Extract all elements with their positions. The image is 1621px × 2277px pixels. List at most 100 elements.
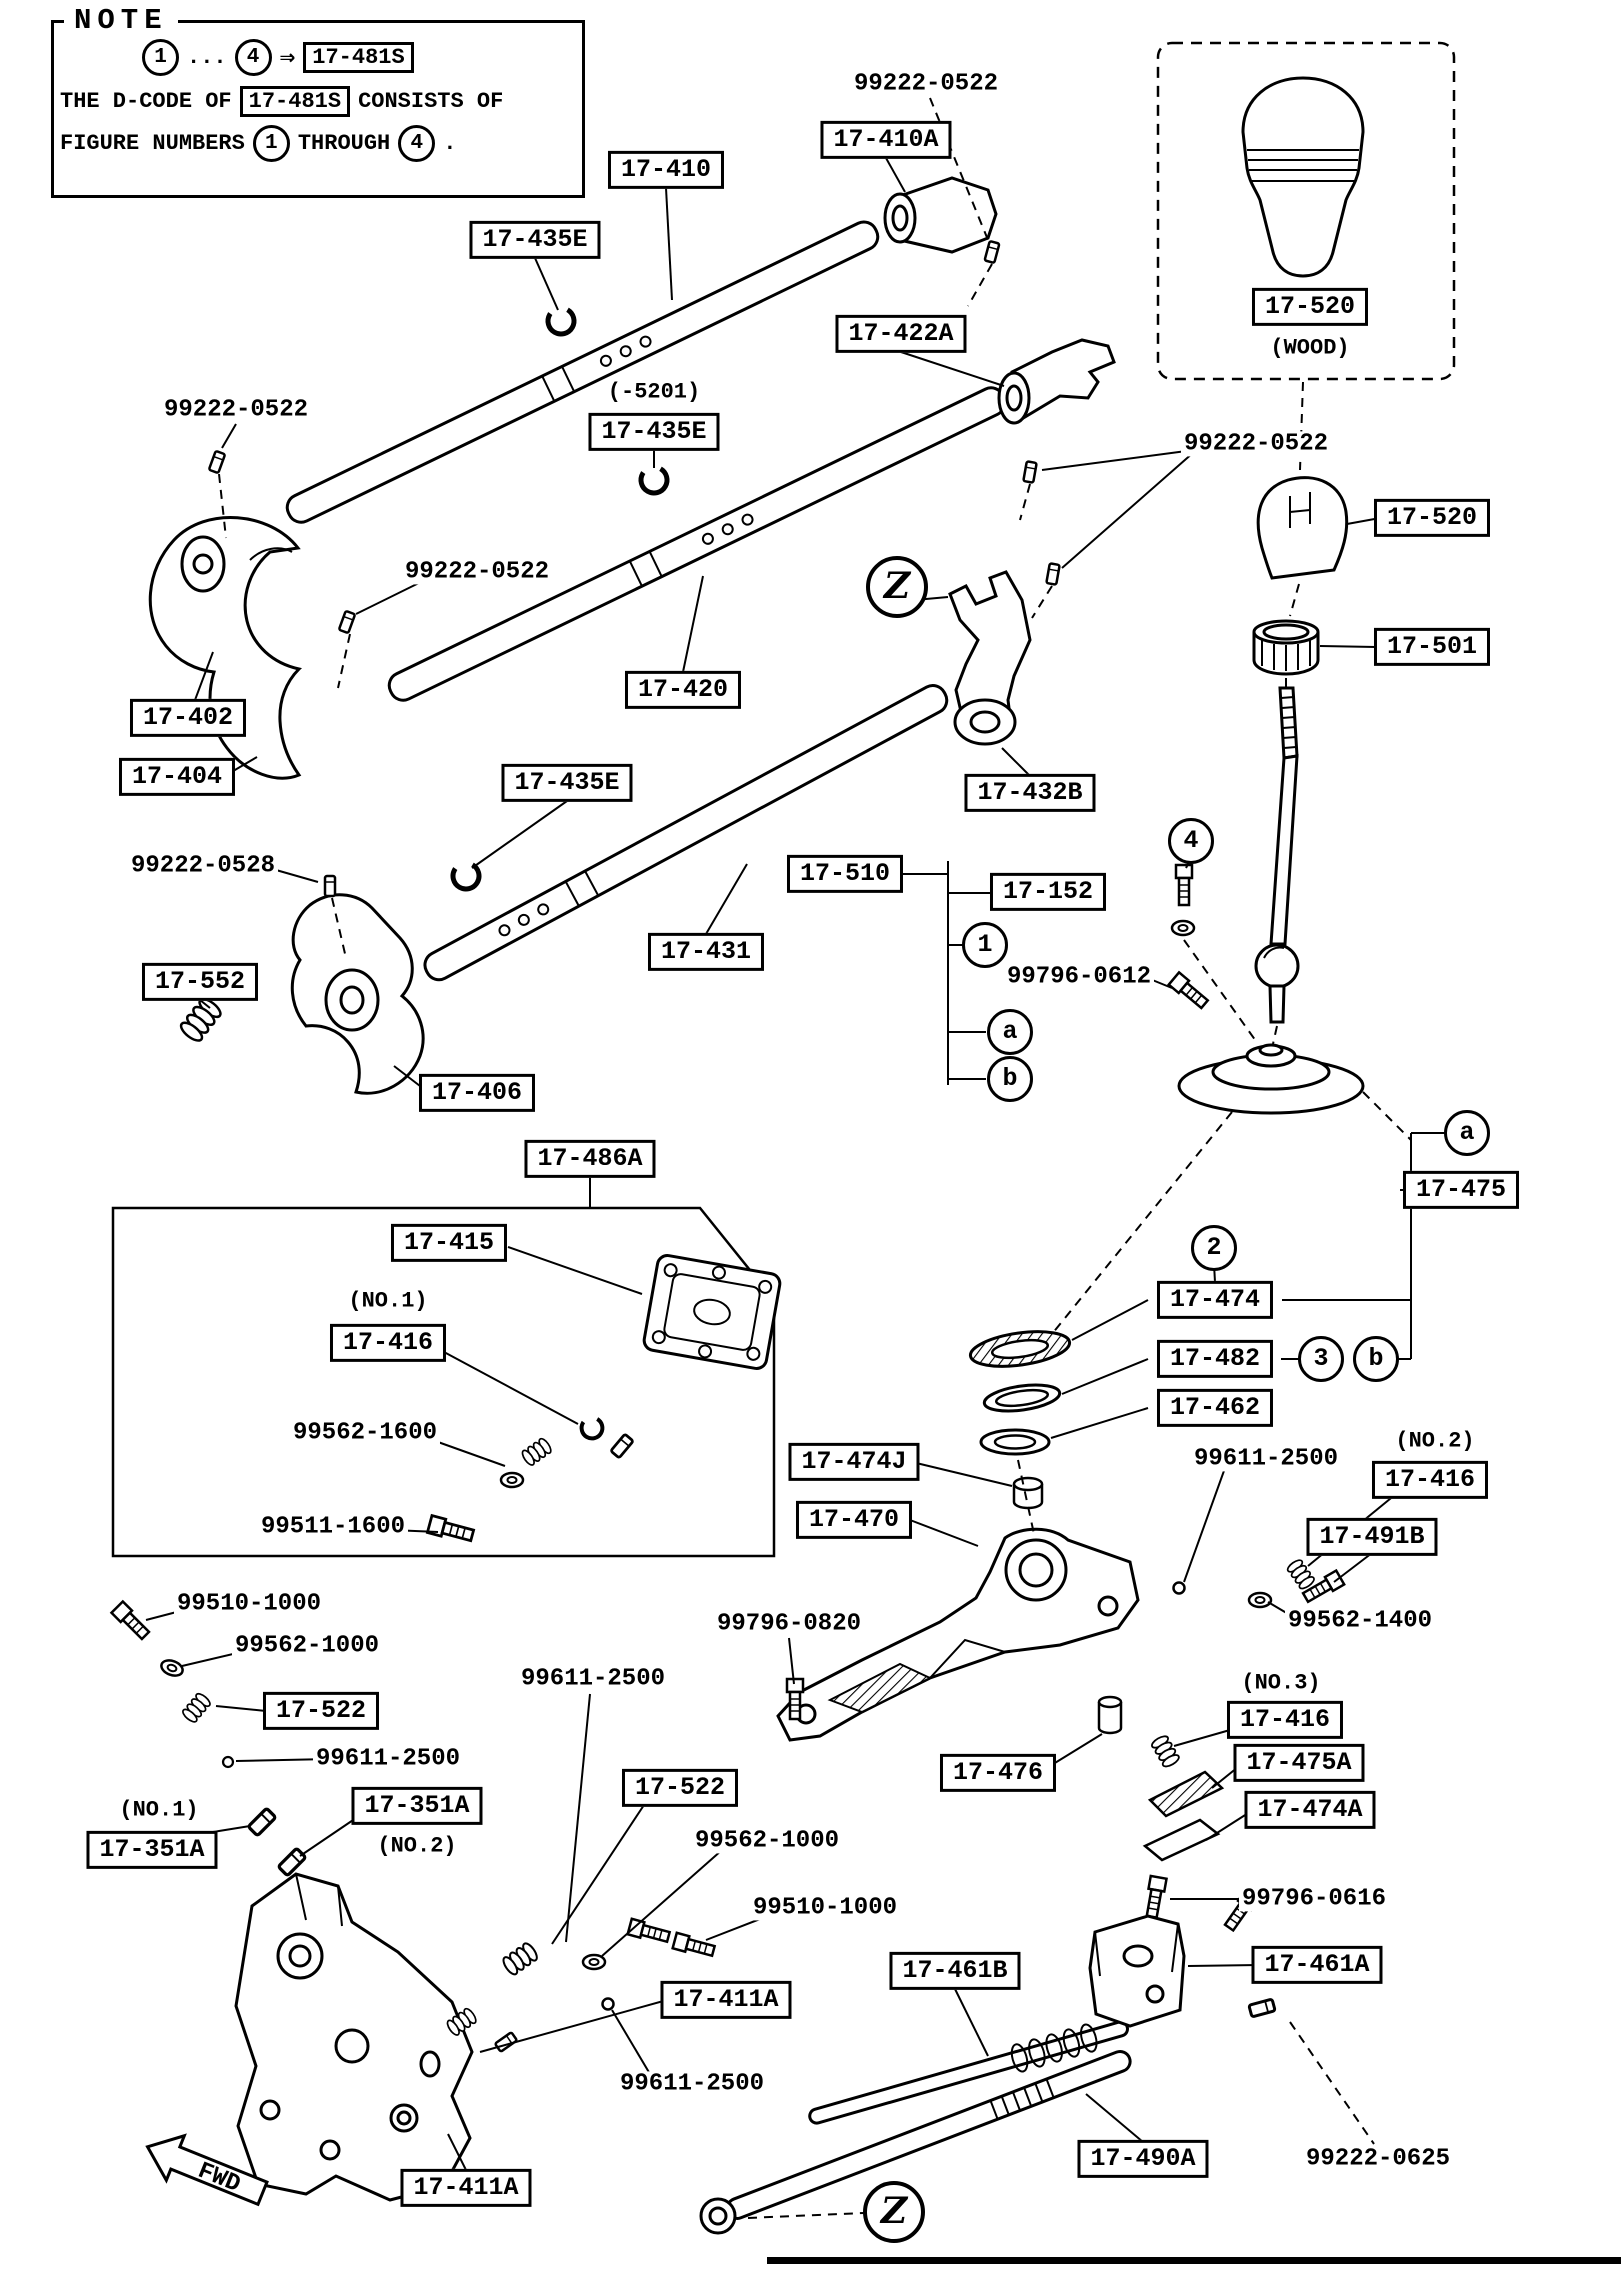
part-number: 99222-0522 — [1180, 431, 1332, 457]
note-dots: ... — [187, 45, 227, 70]
steel-ball-icon — [601, 1997, 615, 2011]
annotation: (NO.1) — [346, 1288, 430, 1314]
part-number: 99611-2500 — [616, 2071, 768, 2097]
bolt-icon — [785, 1677, 805, 1721]
part-number-box: 17-461B — [889, 1951, 1021, 1991]
spring-icon — [519, 1435, 554, 1468]
note-text: THROUGH — [297, 131, 391, 156]
interlock-pin-icon — [609, 1432, 635, 1460]
view-marker: Z — [866, 556, 928, 618]
part-number-box: 17-416 — [1226, 1700, 1344, 1740]
part-number-box: 17-486A — [524, 1139, 656, 1179]
gear-shift-lever — [1254, 686, 1300, 1024]
part-number-box: 17-435E — [501, 763, 633, 803]
part-number-box: 17-522 — [621, 1768, 739, 1808]
part-number: 99611-2500 — [517, 1666, 669, 1692]
shift-fork-17-406 — [290, 893, 425, 1095]
arrow-icon: ⇒ — [279, 43, 296, 73]
pin-icon — [1247, 1997, 1277, 2019]
shift-rail-17-420 — [387, 386, 1007, 702]
part-number: 99562-1000 — [231, 1633, 383, 1659]
cover-plate-17-415 — [642, 1254, 782, 1370]
subassembly-boundary-17-486A — [111, 1206, 776, 1558]
spring-pin-icon — [1045, 562, 1061, 586]
part-number: 99611-2500 — [312, 1746, 464, 1772]
washer-icon — [158, 1656, 186, 1680]
snap-ring-icon — [578, 1414, 606, 1442]
spring-icon — [180, 1690, 213, 1725]
part-number: 99222-0522 — [401, 559, 553, 585]
part-number-box: 17-476 — [939, 1753, 1057, 1793]
extension-bar-17-490A — [699, 2049, 1132, 2235]
part-number-box: 17-410 — [607, 150, 725, 190]
part-number: 99562-1400 — [1284, 1608, 1436, 1634]
wedge-17-475A — [1147, 1770, 1225, 1818]
note-text: CONSISTS OF — [358, 89, 504, 114]
dcode-box: 17-481S — [303, 42, 414, 73]
steel-ball-icon — [221, 1755, 235, 1769]
wood-knob-option-frame — [1156, 41, 1456, 381]
part-number-box: 17-351A — [86, 1830, 218, 1870]
gear-knob — [1256, 476, 1349, 580]
part-number-box: 17-435E — [469, 220, 601, 260]
annotation: (-5201) — [605, 379, 703, 405]
shift-fork-17-402 — [148, 516, 302, 780]
part-number-box: 17-520 — [1373, 498, 1491, 538]
part-number-box: 17-461A — [1251, 1945, 1383, 1985]
figure-callout: 1 — [252, 125, 290, 162]
bolt-icon — [626, 1917, 672, 1946]
section-callout: a — [987, 1009, 1033, 1055]
note-heading: NOTE — [64, 4, 178, 37]
leader-lines — [145, 157, 1445, 2171]
spring-pin-icon — [337, 609, 357, 635]
view-marker: Z — [863, 2181, 925, 2243]
figure-callout: 2 — [1191, 1225, 1237, 1271]
ring-17-482 — [982, 1383, 1062, 1413]
part-number-box: 17-416 — [1371, 1460, 1489, 1500]
bracket-plate-17-411A — [234, 1872, 474, 2202]
seal-17-462 — [979, 1428, 1051, 1456]
note-text: THE D-CODE OF — [60, 89, 232, 114]
part-number: 99510-1000 — [749, 1895, 901, 1921]
figure-callout: 3 — [1298, 1336, 1344, 1382]
part-number: 99222-0522 — [850, 71, 1002, 97]
note-formula-row: 1 ... 4 ⇒ 17-481S — [142, 39, 582, 76]
figure-callout: 1 — [962, 922, 1008, 968]
spring-pin-icon — [323, 874, 337, 898]
bolt-icon — [1167, 971, 1211, 1012]
note-line-2: FIGURE NUMBERS 1 THROUGH 4 . — [60, 125, 582, 162]
part-number-box: 17-490A — [1077, 2139, 1209, 2179]
part-number-box: 17-411A — [660, 1980, 792, 2020]
part-number-box: 17-410A — [820, 120, 952, 160]
figure-callout: 1 — [142, 39, 179, 76]
pin-17-351A — [246, 1806, 278, 1838]
note-text: . — [443, 131, 457, 156]
part-number-box: 17-411A — [400, 2168, 532, 2208]
part-number: 99562-1000 — [691, 1828, 843, 1854]
part-number-box: 17-475A — [1233, 1743, 1365, 1783]
steel-ball-icon — [1172, 1581, 1186, 1595]
part-number: 99222-0528 — [127, 853, 279, 879]
annotation: (NO.1) — [117, 1797, 201, 1823]
part-number-box: 17-432B — [964, 773, 1096, 813]
annotation: (NO.3) — [1239, 1670, 1323, 1696]
bushing-17-474J — [1012, 1476, 1044, 1510]
dashed-leaders — [218, 97, 1412, 2219]
part-number: 99796-0820 — [713, 1611, 865, 1637]
figure-callout: 4 — [234, 39, 272, 76]
rod-17-461B — [808, 2020, 1129, 2125]
part-number: 99611-2500 — [1190, 1446, 1342, 1472]
dcode-box: 17-481S — [239, 86, 351, 117]
page-footer-rule — [767, 2257, 1621, 2264]
figure-callout: 4 — [398, 125, 436, 162]
part-number-box: 17-462 — [1156, 1388, 1274, 1428]
washer-icon — [1170, 919, 1196, 937]
section-callout: b — [987, 1056, 1033, 1102]
note-text: FIGURE NUMBERS — [60, 131, 245, 156]
spring-pin-icon — [983, 239, 1001, 265]
part-number-box: 17-491B — [1306, 1517, 1438, 1557]
part-number-box: 17-475 — [1402, 1170, 1520, 1210]
gear-knob-wood — [1241, 76, 1365, 278]
part-number: 99222-0625 — [1302, 2146, 1454, 2172]
